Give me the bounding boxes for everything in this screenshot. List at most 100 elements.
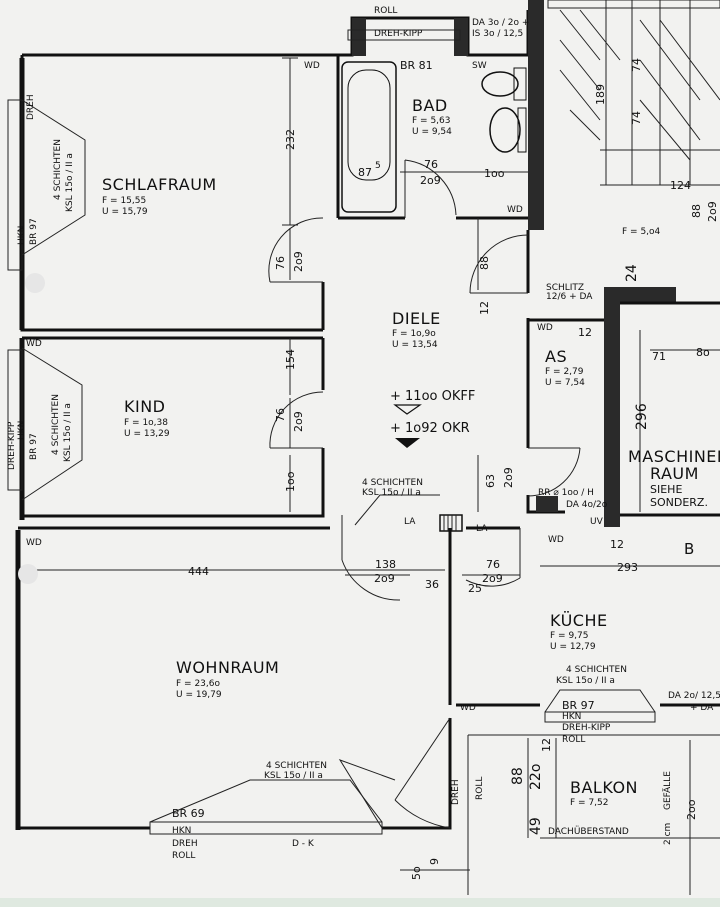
dim-125: 12	[478, 301, 491, 315]
label-br97-kueche: BR 97	[562, 699, 595, 712]
dim-24: 24	[624, 264, 640, 282]
dim-76-kueche: 76	[486, 558, 500, 571]
dim-1245: 124	[670, 179, 691, 192]
room-perimeter: U = 9,54	[412, 127, 452, 137]
dim-745-b: 74	[630, 111, 643, 125]
bathroom-fixtures	[341, 61, 527, 213]
room-name: BALKON	[570, 778, 638, 797]
dim-209-bad: 2o9	[420, 174, 441, 187]
dim-875: 87	[358, 166, 372, 179]
dim-365: 36	[425, 578, 439, 591]
room-perimeter: U = 12,79	[550, 642, 596, 652]
washbasin	[489, 107, 521, 153]
dim-885: 88	[478, 256, 491, 270]
wall-layer-symbols	[21, 99, 656, 823]
room-balkon: BALKON F = 7,52	[570, 778, 638, 808]
label-hkn-kueche: HKN	[562, 712, 581, 722]
dim-2935: 293	[617, 561, 638, 574]
dim-125-balkon: 12	[540, 738, 553, 752]
level-markers: + 11oo OKFF + 1o92 OKR	[390, 389, 475, 448]
label-br81: BR 81	[400, 59, 433, 72]
staircase	[547, 0, 720, 161]
room-name: KIND	[124, 397, 166, 416]
label-schlitz-dim: 12/6 + DA	[546, 292, 593, 302]
level-okr-marker	[395, 438, 420, 448]
room-name: DIELE	[392, 309, 441, 328]
label-b: B	[684, 540, 694, 558]
punch-hole	[18, 564, 38, 584]
annotations: ROLL DREH-KIPP DA 3o / 2o + IS 3o / 12,5…	[7, 6, 720, 861]
dim-189: 189	[594, 84, 607, 105]
room-kind: KIND F = 1o,38 U = 13,29	[124, 397, 170, 439]
bottom-strip	[0, 898, 720, 907]
doors	[268, 159, 581, 829]
dim-76-kind: 76	[274, 408, 287, 422]
room-area: F = 1o,38	[124, 418, 168, 428]
label-dk: D - K	[292, 839, 315, 849]
label-f504: F = 5,o4	[622, 227, 661, 237]
label-wd-4: WD	[537, 323, 553, 333]
dim-209-schlaf: 2o9	[292, 251, 305, 272]
room-area: F = 15,55	[102, 196, 146, 206]
room-name: AS	[545, 347, 567, 366]
room-perimeter: U = 15,79	[102, 207, 148, 217]
walls	[7, 0, 720, 895]
label-br97-kind: BR 97	[29, 433, 39, 460]
label-roll-kueche: ROLL	[562, 735, 585, 745]
dim-76-bad: 76	[424, 158, 438, 171]
room-maschinenraum: MASCHINEN RAUM SIEHE SONDERZ.	[628, 447, 720, 509]
label-wd-3: WD	[26, 339, 42, 349]
label-br97-schlaf: BR 97	[29, 218, 39, 245]
level-okff: + 11oo OKFF	[390, 389, 475, 404]
dim-125-mr: 12	[610, 538, 624, 551]
dim-50: 5o	[410, 866, 423, 880]
dim-1385: 138	[375, 558, 396, 571]
dim-232: 232	[284, 129, 297, 150]
room-diele: DIELE F = 1o,9o U = 13,54	[392, 309, 441, 350]
room-perimeter: U = 19,79	[176, 690, 222, 700]
label-hkn-schlaf: HKN	[17, 226, 27, 245]
label-da-as: DA 4o/2o	[566, 500, 608, 510]
label-hkn-kind: HKN	[17, 421, 27, 440]
dim-49: 49	[528, 817, 544, 835]
room-name: WOHNRAUM	[176, 658, 279, 677]
room-name: MASCHINEN	[628, 447, 720, 466]
room-bad: BAD F = 5,63 U = 9,54	[412, 96, 452, 137]
label-is-top: IS 3o / 12,5	[472, 29, 523, 39]
label-wd-5: WD	[26, 538, 42, 548]
dim-209-wohn: 2o9	[374, 572, 395, 585]
punch-hole	[25, 273, 45, 293]
dim-885-stair: 88	[690, 204, 703, 218]
label-roll-wohn: ROLL	[172, 851, 195, 861]
dim-209-kind: 2o9	[292, 411, 305, 432]
label-schichten-schlaf: 4 SCHICHTEN	[53, 139, 63, 200]
label-wd-1: WD	[304, 61, 320, 71]
dim-745-a: 74	[630, 58, 643, 72]
label-schlitz: SCHLITZ	[546, 283, 584, 293]
label-da-short: + DA	[690, 703, 714, 713]
label-schichten-kind: 4 SCHICHTEN	[51, 394, 61, 455]
dim-635: 63	[484, 474, 497, 488]
label-wd-6: WD	[460, 703, 476, 713]
label-br69: BR 69	[172, 807, 205, 820]
label-da-kueche: DA 2o/ 12,5	[668, 691, 720, 701]
room-area: F = 9,75	[550, 631, 588, 641]
room-as: AS F = 2,79 U = 7,54	[545, 347, 585, 388]
dim-885-balkon: 88	[510, 767, 526, 785]
label-gefaelle: GEFÄLLE	[662, 771, 673, 810]
dim-125-as: 12	[578, 326, 592, 339]
label-la-1: LA	[404, 517, 416, 527]
label-schichten-1: 4 SCHICHTEN	[362, 478, 423, 488]
dim-9: 9	[428, 858, 441, 865]
label-schichten-2: 4 SCHICHTEN	[566, 665, 627, 675]
label-dreh-schlaf: DREH	[26, 94, 36, 120]
label-rr: RR ⌀ 1oo / H	[538, 488, 594, 498]
dim-100-kind: 1oo	[284, 471, 297, 492]
room-area: F = 1o,9o	[392, 329, 436, 339]
dim-444: 444	[188, 565, 209, 578]
level-okr: + 1o92 OKR	[390, 421, 470, 436]
label-schichten-3: 4 SCHICHTEN	[266, 761, 327, 771]
label-gefaelle-pct: 2 cm	[663, 823, 673, 845]
